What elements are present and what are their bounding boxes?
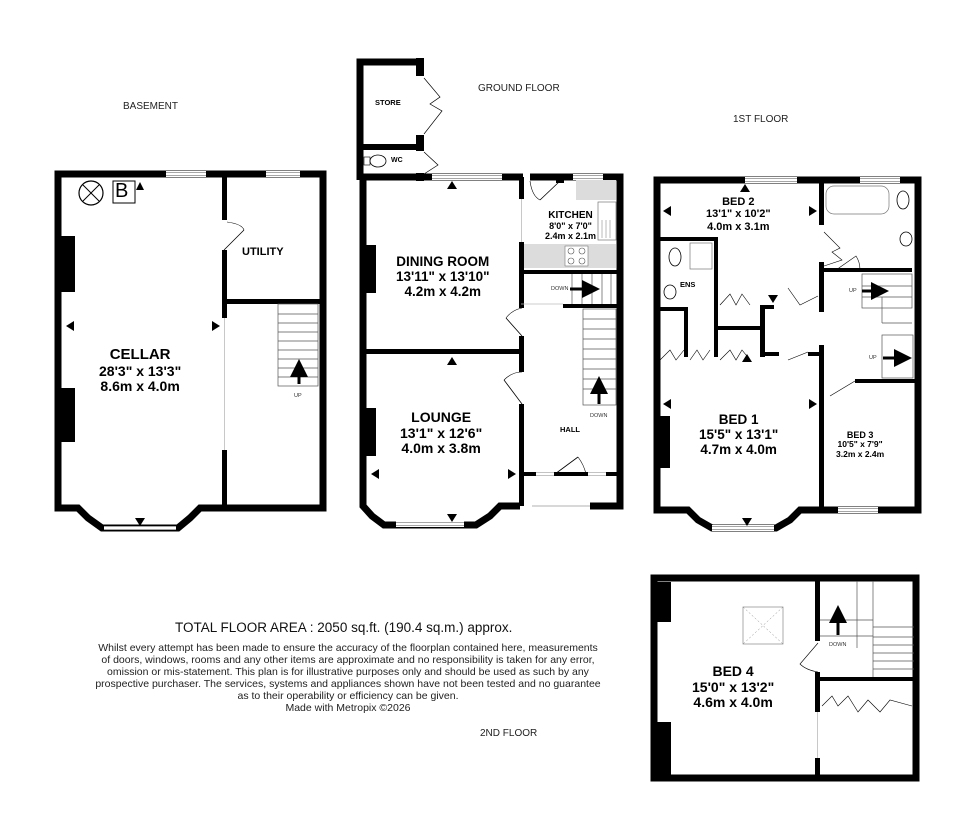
basement-title: BASEMENT: [123, 101, 179, 112]
disclaimer-line: prospective purchaser. The services, sys…: [95, 678, 601, 691]
room-bed1: BED 1 15'5" x 13'1" 4.7m x 4.0m: [699, 412, 779, 458]
room-bed2: BED 2 13'1" x 10'2" 4.0m x 3.1m: [706, 196, 771, 233]
second-floor-title: 2ND FLOOR: [480, 728, 538, 739]
total-floor-area: TOTAL FLOOR AREA : 2050 sq.ft. (190.4 sq…: [175, 620, 513, 635]
boiler-label: B: [115, 180, 129, 202]
bathtub-icon: [825, 185, 890, 215]
room-bed4: BED 4 15'0" x 13'2" 4.6m x 4.0m: [692, 663, 775, 711]
basin-icon: [899, 231, 913, 247]
basement-stairs-up-label: UP: [294, 393, 302, 399]
first-floor-plan: [653, 176, 922, 532]
kitchen-stairs-down-label: DOWN: [551, 286, 569, 292]
hob-icon: [564, 245, 589, 267]
toilet-icon: [369, 154, 387, 168]
skylight-icon: [742, 606, 784, 645]
made-with-credit: Made with Metropix ©2026: [285, 702, 411, 715]
room-store: STORE: [375, 98, 401, 107]
room-lounge: LOUNGE 13'1" x 12'6" 4.0m x 3.8m: [400, 409, 483, 457]
toilet-icon: [668, 247, 682, 267]
second-stairs-down-label: DOWN: [829, 642, 847, 648]
room-cellar: CELLAR 28'3" x 13'3" 8.6m x 4.0m: [99, 346, 182, 395]
first-floor-title: 1ST FLOOR: [733, 114, 789, 125]
sink-icon: [597, 201, 617, 241]
room-wc: WC: [391, 157, 403, 164]
room-dining: DINING ROOM 13'11" x 13'10" 4.2m x 4.2m: [396, 254, 490, 300]
second-floor-plan: [650, 574, 920, 782]
disclaimer: Whilst every attempt has been made to en…: [68, 642, 628, 714]
extractor-fan-icon: [78, 180, 104, 206]
room-utility: UTILITY: [242, 246, 284, 258]
disclaimer-line: omission or mis-statement. This plan is …: [107, 666, 589, 679]
basement-plan: [54, 170, 327, 532]
room-hall: HALL: [560, 425, 580, 434]
first-stairs-up-label-2: UP: [869, 355, 877, 361]
disclaimer-line: Whilst every attempt has been made to en…: [98, 642, 598, 654]
room-bed3: BED 3 10'5" x 7'9" 3.2m x 2.4m: [836, 430, 885, 459]
boiler-icon: [112, 180, 136, 204]
disclaimer-line: of doors, windows, rooms and any other i…: [101, 654, 595, 667]
hall-stairs-down-label: DOWN: [590, 413, 608, 419]
ground-floor-title: GROUND FLOOR: [478, 83, 560, 94]
toilet-icon: [896, 190, 910, 210]
disclaimer-line: as to their operability or efficiency ca…: [237, 690, 459, 703]
room-kitchen: KITCHEN 8'0" x 7'0" 2.4m x 2.1m: [545, 210, 597, 242]
ground-floor-plan: [356, 58, 624, 529]
room-ensuite: ENS: [680, 280, 696, 289]
first-stairs-up-label-1: UP: [849, 288, 857, 294]
basin-icon: [663, 284, 677, 300]
